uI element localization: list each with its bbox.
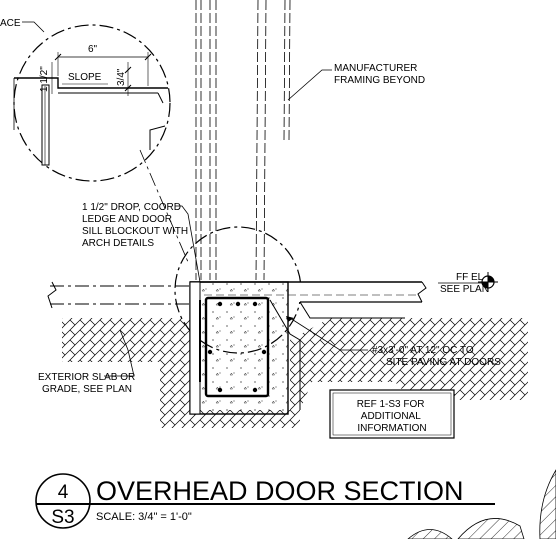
detail-link-line bbox=[139, 149, 189, 263]
soil-hatch bbox=[62, 318, 528, 428]
exterior-leader bbox=[104, 329, 135, 377]
svg-text:REF 1-S3 FOR ADDITIONAL: REF 1-S3 FOR ADDITIONAL INFORMATION bbox=[357, 399, 428, 434]
detail-scale: SCALE: 3/4" = 1'-0" bbox=[96, 511, 192, 523]
manufacturer-leader bbox=[287, 69, 332, 101]
title-block: 4 S3 OVERHEAD DOOR SECTION SCALE: 3/4" =… bbox=[35, 473, 495, 529]
footing bbox=[189, 281, 289, 415]
elevation-target-icon bbox=[478, 272, 498, 292]
ff-el-label: FF EL bbox=[456, 272, 484, 283]
slope-label: SLOPE bbox=[68, 72, 102, 83]
neighbor-fragment bbox=[407, 469, 556, 539]
framing-lines bbox=[195, 0, 291, 281]
sheet-number: S3 bbox=[51, 507, 74, 528]
enlarged-detail: 6" SLOPE 1 1/2" 3/4" bbox=[13, 24, 171, 182]
exterior-note: EXTERIOR SLAB OR GRADE, SEE PLAN bbox=[38, 372, 138, 395]
dim-112-label: 1 1/2" bbox=[39, 66, 50, 92]
detail-title: OVERHEAD DOOR SECTION bbox=[96, 476, 464, 506]
rebar-note: #3x3'-0" AT 12" OC TO SITE PAVING AT DOO… bbox=[372, 345, 501, 368]
detail-bubble bbox=[35, 473, 91, 529]
drop-leader bbox=[175, 205, 201, 283]
dim-6-label: 6" bbox=[88, 44, 98, 55]
see-plan-label: SEE PLAN bbox=[440, 284, 489, 295]
dim-34-label: 3/4" bbox=[116, 68, 127, 86]
reference-box: REF 1-S3 FOR ADDITIONAL INFORMATION bbox=[329, 389, 455, 439]
rebar-leader bbox=[289, 317, 368, 351]
face-label: ACE bbox=[0, 18, 21, 29]
manufacturer-note: MANUFACTURER FRAMING BEYOND bbox=[334, 63, 425, 86]
face-leader bbox=[22, 21, 45, 33]
detail-number: 4 bbox=[58, 482, 69, 503]
drop-note: 1 1/2" DROP, COORD LEDGE AND DOOR SILL B… bbox=[82, 202, 191, 249]
